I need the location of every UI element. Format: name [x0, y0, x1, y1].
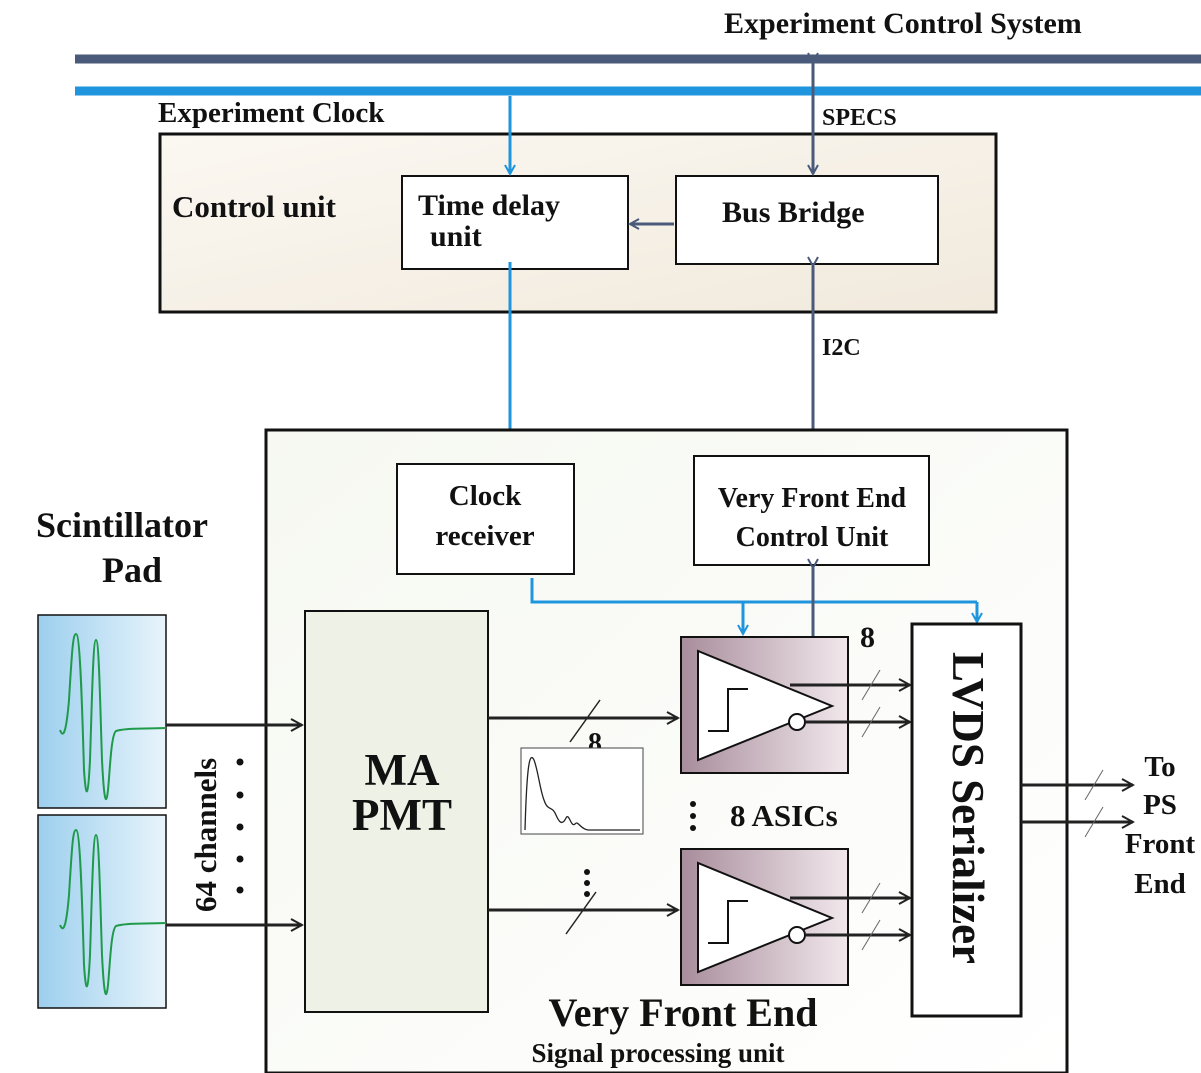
asic-bottom-comparator — [697, 861, 835, 974]
asic-bottom-invert-bubble — [788, 926, 806, 944]
clock-receiver-label-line2: receiver — [435, 520, 534, 552]
asic-top-out2-slash — [861, 706, 881, 738]
clock-receiver-box — [396, 463, 575, 575]
i2c-label: I2C — [822, 335, 861, 361]
clock-distribution-line — [530, 578, 977, 604]
asic-bottom-out2-slash — [861, 919, 881, 951]
time-delay-unit-label-line1: Time delay — [418, 189, 560, 222]
lvds-serializer-label: LVDS Serializer — [943, 652, 993, 964]
asic-bottom — [680, 848, 849, 986]
bus-slash-bottom — [565, 891, 597, 935]
specs-label: SPECS — [822, 105, 897, 131]
scintillator-pad-top — [37, 614, 167, 809]
bus-bridge-label: Bus Bridge — [722, 196, 865, 229]
ma-pmt-box — [304, 610, 489, 1013]
asic-top — [680, 636, 849, 774]
serializer-output-top-slash — [1084, 769, 1104, 801]
very-front-end-subtitle: Signal processing unit — [531, 1038, 784, 1068]
vfe-control-unit-label-line2: Control Unit — [736, 522, 889, 553]
bus-width-serializer-label: 8 — [860, 621, 875, 654]
serializer-output-bottom-slash — [1084, 806, 1104, 838]
bus-slash-top — [569, 699, 601, 743]
pad-bottom-waveform — [59, 828, 167, 996]
asics-label: 8 ASICs — [730, 798, 838, 833]
ma-pmt-label-line2: PMT — [352, 790, 452, 840]
time-delay-unit-label-line2: unit — [430, 220, 482, 253]
pulse-spectrum-plot — [520, 747, 644, 835]
output-label-line2: PS — [1143, 789, 1177, 821]
lvds-serializer-box — [910, 622, 1023, 1018]
control-unit-label: Control unit — [172, 189, 337, 224]
very-front-end-title: Very Front End — [549, 990, 818, 1035]
asic-top-out1-slash — [861, 669, 881, 701]
bus-ellipsis-dots — [584, 869, 590, 897]
output-label-line1: To — [1144, 751, 1175, 783]
asic-bottom-threshold-step — [708, 900, 748, 944]
clock-receiver-label-line1: Clock — [449, 480, 522, 512]
experiment-clock-label: Experiment Clock — [158, 97, 385, 129]
asic-top-threshold-step — [708, 688, 748, 732]
channels-label: 64 channels — [188, 758, 223, 912]
vfe-control-unit-box — [693, 455, 930, 566]
asic-bottom-out1-slash — [861, 882, 881, 914]
scintillator-pad-label-line2: Pad — [102, 550, 162, 590]
experiment-control-system-label: Experiment Control System — [724, 7, 1082, 40]
scintillator-pad-bottom — [37, 814, 167, 1009]
pad-top-waveform — [59, 632, 167, 801]
output-label-line4: End — [1134, 868, 1186, 900]
time-delay-unit-box — [401, 175, 629, 270]
asic-dots — [690, 801, 696, 831]
bus-bridge-box — [675, 175, 939, 265]
asic-top-comparator — [697, 649, 835, 762]
ma-pmt-label-line1: MA — [365, 745, 440, 795]
scintillator-pad-label-line1: Scintillator — [36, 505, 208, 545]
output-label-line3: Front — [1125, 828, 1196, 860]
asic-top-invert-bubble — [788, 713, 806, 731]
channel-dots — [236, 758, 244, 894]
vfe-control-unit-label-line1: Very Front End — [718, 483, 907, 514]
